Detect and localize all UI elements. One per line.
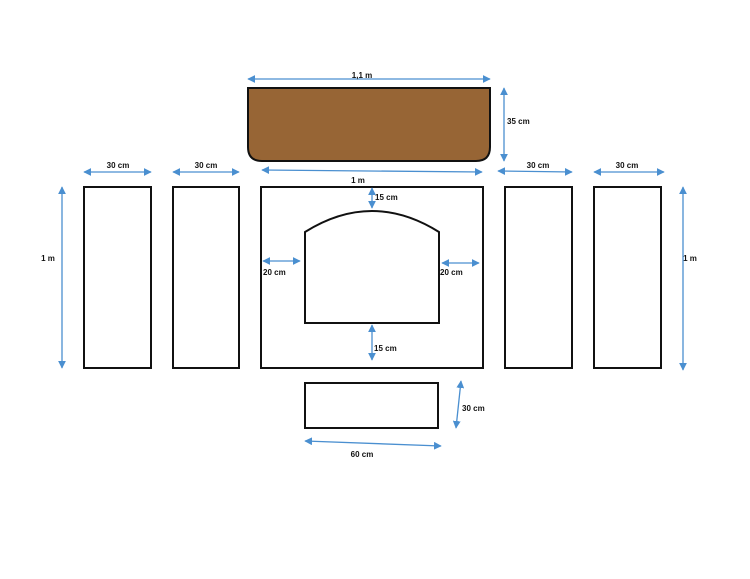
label-side3-width: 30 cm: [527, 161, 550, 170]
label-side2-width: 30 cm: [195, 161, 218, 170]
base-block: [304, 382, 439, 429]
dim-side3-width: [497, 167, 573, 176]
label-right-height: 1 m: [683, 254, 697, 263]
dim-base-height: [452, 380, 465, 429]
label-arch-left: 20 cm: [263, 268, 286, 277]
side-panel-1: [83, 186, 152, 369]
side-panel-2: [172, 186, 240, 369]
side-panel-3: [504, 186, 573, 369]
label-side1-width: 30 cm: [107, 161, 130, 170]
label-top-width: 1,1 m: [352, 71, 372, 80]
side-panel-4: [593, 186, 662, 369]
label-arch-bottom: 15 cm: [374, 344, 397, 353]
label-front-width: 1 m: [351, 176, 365, 185]
label-base-height: 30 cm: [462, 404, 485, 413]
label-arch-right: 20 cm: [440, 268, 463, 277]
arch-opening: [304, 210, 440, 324]
label-top-height: 35 cm: [507, 117, 530, 126]
dim-base-width: [304, 437, 442, 450]
top-piece: [247, 87, 491, 162]
label-left-height: 1 m: [41, 254, 55, 263]
dim-front-width: [261, 166, 483, 176]
label-base-width: 60 cm: [351, 450, 374, 459]
label-arch-top: 15 cm: [375, 193, 398, 202]
label-side4-width: 30 cm: [616, 161, 639, 170]
